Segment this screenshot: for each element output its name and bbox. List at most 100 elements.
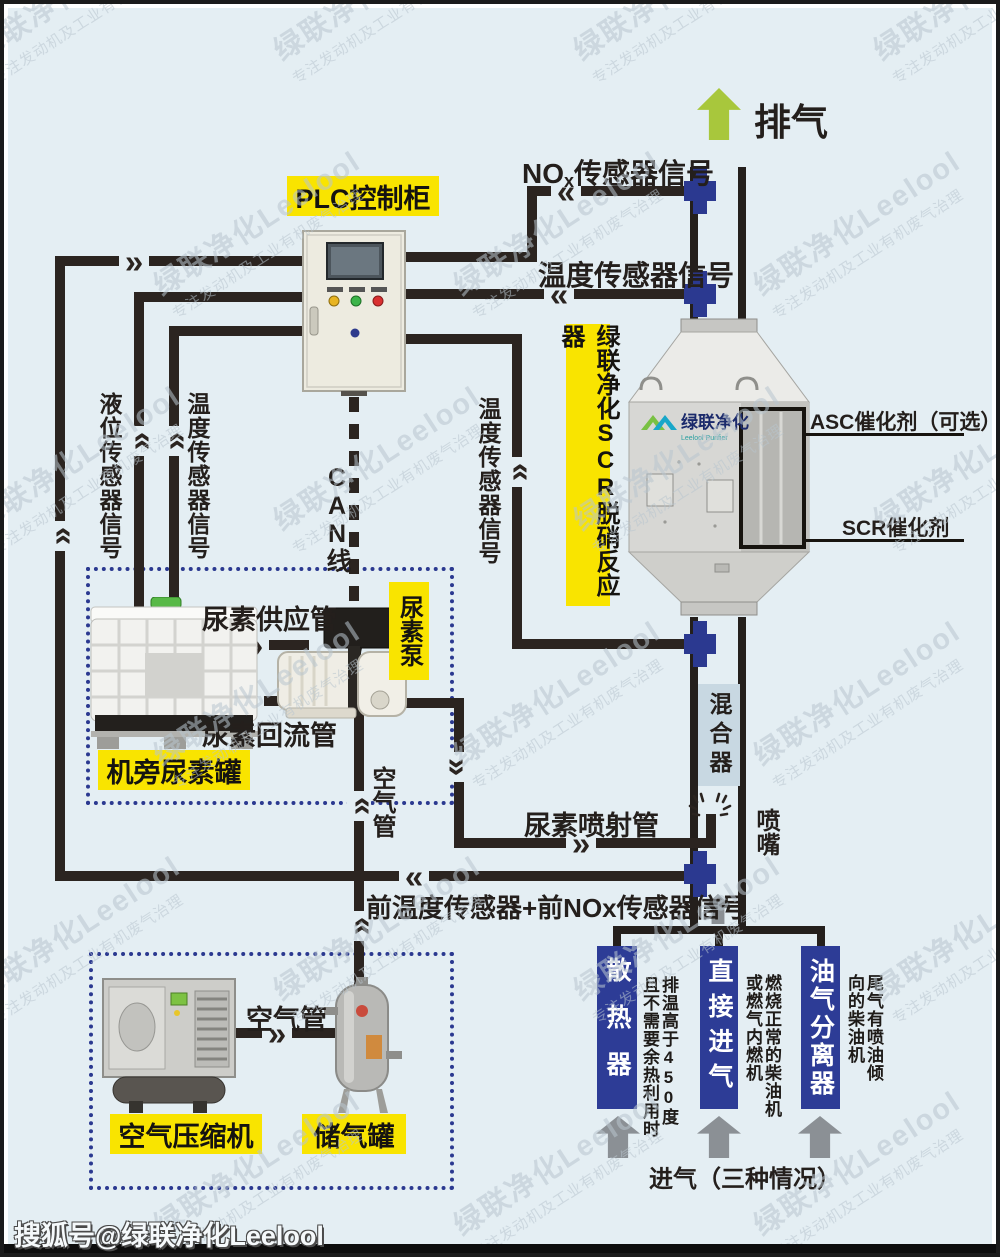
front-sensor-line [55,871,703,881]
intake-caption: 进气（三种情况） [649,1166,841,1193]
intake-arrow-icon [798,1116,842,1158]
air-line-vertical [354,712,364,989]
duct-line [738,167,746,325]
duct-line [738,617,746,930]
urea-injection-label: 尿素喷射管 [524,811,659,841]
chevron-left-icon: « [399,860,429,893]
intake-option-direct: 直接进气 [700,946,738,1109]
nox-signal-line [404,252,532,262]
intake-option-title: 油气分离器 [806,957,835,1098]
chevron-up-icon: » [121,426,158,456]
intake-drop-line [613,932,621,948]
chevron-right-icon: » [566,827,596,860]
duct-line [690,167,698,325]
air-compressor-label: 空气压缩机 [110,1114,262,1154]
asc-pointer-line [802,433,964,436]
nox-signal-label: NOx传感器信号 [522,152,714,192]
nox-prefix: NO [522,158,564,189]
mixer-label: 混合器 [706,691,732,779]
chevron-down-icon: » [441,752,478,782]
air-receiver-tank [324,977,402,1113]
plc-label: PLC控制柜 [287,176,439,216]
front-sensor-line [55,256,309,266]
temp-signal-label: 温度传感器信号 [538,260,735,291]
nox-signal-line [527,186,537,262]
exhaust-label: 排气 [754,102,828,143]
asc-catalyst-label: ASC催化剂（可选） [810,411,1000,434]
mid-temp-signal-line [404,334,522,344]
air-compressor [102,978,236,1113]
tank-temp-line [169,326,306,336]
mid-temp-signal-line [512,334,522,649]
svg-text:绿联净化: 绿联净化 [681,412,749,432]
temp-sensor-boss [684,271,716,317]
footer-watermark: 搜狐号@绿联净化Leelool [14,1221,324,1251]
tank-temp-line [169,326,179,622]
intake-merge-line [613,926,825,934]
chevron-up-icon: » [42,521,79,551]
scr-reactor: 绿联净化 Leelool Purifier [627,318,811,616]
air-tank-label: 储气罐 [302,1114,406,1154]
nox-subscript: x [564,171,575,191]
mixer-box: 混合器 [698,684,740,786]
intake-drop-line [715,932,723,948]
mid-temp-signal-label: 温度传感器信号 [475,397,501,565]
exhaust-arrow-icon [697,88,741,140]
chevron-right-icon: » [262,1017,292,1050]
tank-temp-signal-label: 温度传感器信号 [184,392,210,560]
nox-signal-line [527,186,701,196]
urea-return-line [189,696,341,706]
outlet-temp-sensor-boss [684,621,716,667]
urea-injection-line [392,698,464,708]
front-sensors-label: 前温度传感器+前NOx传感器信号 [366,893,747,923]
chevron-left-icon: « [544,278,574,311]
urea-group-box [86,567,454,805]
chevron-left-icon: « [551,175,581,208]
intake-option-note: 排温高于450度且不需要余热利用时 [640,976,678,1138]
reactor-label-text: 绿联净化SCR脱硝反应器 [557,324,619,597]
reactor-label: 绿联净化SCR脱硝反应器 [557,324,619,606]
intake-option-note: 尾气有喷油倾向的柴油机 [845,974,883,1082]
urea-ibc-tank [90,597,259,749]
injection-nozzle-stub [706,814,716,846]
chevron-up-icon: » [499,457,536,487]
intake-arrow-icon [596,1116,640,1158]
level-sensor-line [134,292,306,302]
intake-option-radiator: 散热器 [597,946,637,1109]
intake-option-separator: 油气分离器 [801,946,840,1109]
can-line [349,397,359,619]
front-sensor-boss [684,851,716,897]
intake-option-note: 燃烧正常的柴油机或燃气内燃机 [743,974,781,1118]
intake-drop-line [817,932,825,948]
level-sensor-line [134,292,144,622]
nozzle-label: 喷嘴 [752,808,779,856]
intake-arrow-icon [697,1116,741,1158]
intake-option-title: 散热器 [603,957,631,1098]
nox-suffix: 传感器信号 [574,158,715,189]
urea-pump-label-text: 尿素泵 [395,595,423,667]
urea-supply-label: 尿素供应管 [202,605,337,635]
scr-catalyst-label: SCR催化剂 [842,517,950,540]
footer-bar [4,1244,996,1253]
duct-line [690,617,698,930]
svg-text:Leelool Purifier: Leelool Purifier [681,435,728,442]
scr-pointer-line [802,539,964,542]
mid-temp-signal-line [512,639,702,649]
air-pipe-bottom-label: 空气管 [246,1005,327,1035]
chevron-right-icon: » [119,245,149,278]
nox-sensor-boss [684,168,716,214]
urea-pump-label: 尿素泵 [389,582,429,680]
level-signal-label: 液位传感器信号 [96,392,122,560]
nozzle-spray-icon [688,792,732,817]
can-line-label: CAN线 [323,464,351,573]
